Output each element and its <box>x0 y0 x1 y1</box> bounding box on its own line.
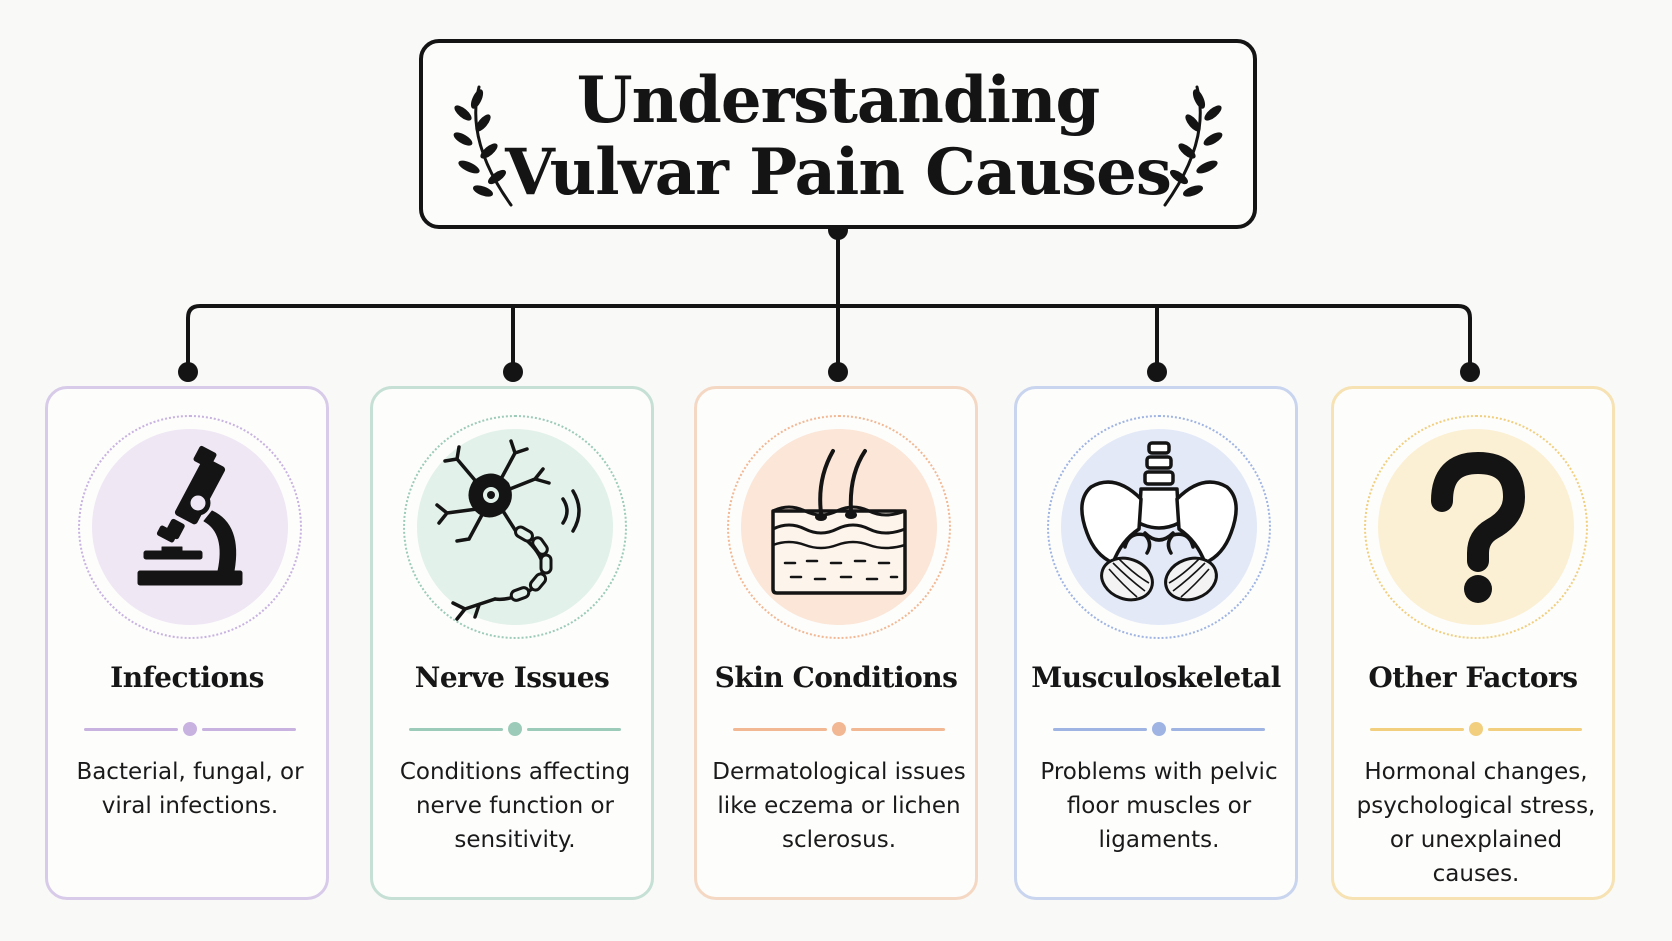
card-description: Conditions affecting nerve function or s… <box>399 759 631 853</box>
card-nerve-issues: Nerve Issues Conditions affecting nerve … <box>370 386 654 900</box>
card-infections: Infections Bacterial, fungal, or viral i… <box>45 386 329 900</box>
card-title: Skin Conditions <box>714 661 958 694</box>
title-line-2: Vulvar Pain Causes <box>505 135 1172 210</box>
pelvis-icon <box>1080 441 1238 602</box>
title-box: Understanding Vulvar Pain Causes <box>419 39 1257 229</box>
microscope-icon <box>137 445 243 586</box>
icon-ring <box>78 415 302 639</box>
card-other-factors: Other Factors Hormonal changes, psycholo… <box>1331 386 1615 900</box>
laurel-left-icon <box>453 85 513 207</box>
card-description: Hormonal changes, psychological stress, … <box>1356 759 1596 887</box>
page-title: Understanding Vulvar Pain Causes <box>423 65 1253 209</box>
icon-ring <box>403 415 627 639</box>
card-divider <box>409 722 621 736</box>
icon-disc <box>92 429 288 625</box>
connector-dot-3 <box>828 362 848 382</box>
card-skin-conditions: Skin Conditions Dermatological issues li… <box>694 386 978 900</box>
card-musculoskeletal: Musculoskeletal Problems with pelvic flo… <box>1014 386 1298 900</box>
card-divider <box>84 722 296 736</box>
connector-dot-1 <box>178 362 198 382</box>
card-description: Dermatological issues like eczema or lic… <box>712 759 966 853</box>
connector-dot-5 <box>1460 362 1480 382</box>
neuron-icon <box>435 439 581 621</box>
divider-dot <box>832 722 846 736</box>
divider-dot <box>1469 722 1483 736</box>
question-mark-icon <box>1431 452 1525 603</box>
connector-dot-2 <box>503 362 523 382</box>
icon-ring <box>1364 415 1588 639</box>
card-title: Infections <box>110 661 264 694</box>
skin-layers-icon <box>771 449 907 595</box>
divider-dot <box>1152 722 1166 736</box>
icon-ring <box>1047 415 1271 639</box>
divider-dot <box>183 722 197 736</box>
icon-ring <box>727 415 951 639</box>
connector-dot-4 <box>1147 362 1167 382</box>
divider-dot <box>508 722 522 736</box>
card-title: Nerve Issues <box>414 661 610 694</box>
card-description: Bacterial, fungal, or viral infections. <box>76 759 304 819</box>
title-line-1: Understanding <box>576 63 1100 138</box>
card-description: Problems with pelvic floor muscles or li… <box>1040 759 1278 853</box>
card-title: Other Factors <box>1368 661 1578 694</box>
card-title: Musculoskeletal <box>1031 661 1281 694</box>
laurel-right-icon <box>1163 85 1223 207</box>
card-divider <box>1053 722 1265 736</box>
card-divider <box>733 722 945 736</box>
card-divider <box>1370 722 1582 736</box>
